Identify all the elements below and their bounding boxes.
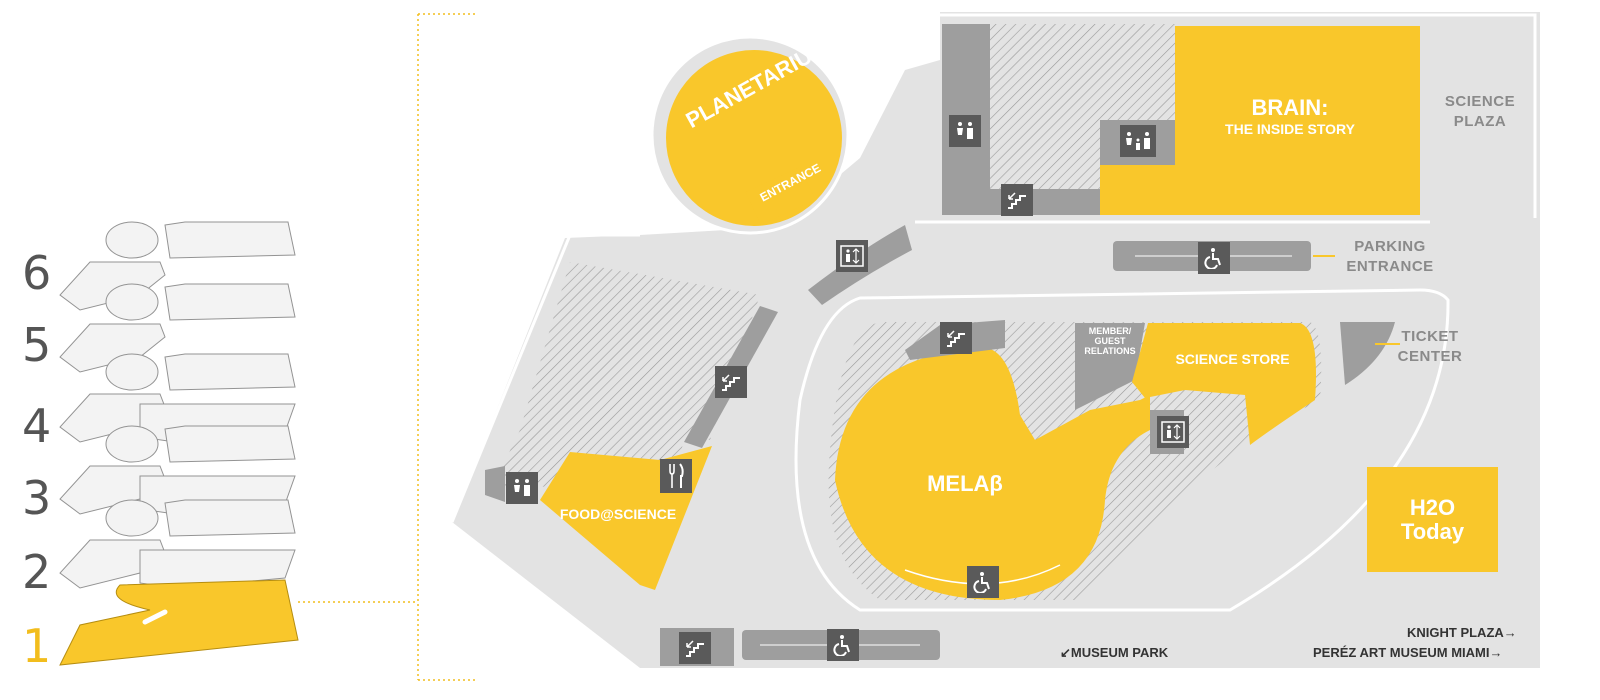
level-1-floor-shape [59, 579, 299, 666]
perez-museum-link[interactable]: PERÉZ ART MUSEUM MIAMI→ [1313, 645, 1502, 660]
museum-park-text: MUSEUM PARK [1070, 645, 1169, 660]
family-restroom-icon[interactable] [1120, 125, 1156, 157]
knight-plaza-link[interactable]: KNIGHT PLAZA→ [1407, 625, 1517, 640]
level-3-button[interactable]: 3 [22, 471, 52, 525]
perez-text: PERÉZ ART MUSEUM MIAMI [1313, 645, 1490, 660]
level-2-button[interactable]: 2 [22, 545, 52, 599]
stairs-icon[interactable] [715, 366, 747, 398]
knight-plaza-text: KNIGHT PLAZA [1407, 625, 1504, 640]
brain-subtitle: THE INSIDE STORY [1225, 121, 1355, 137]
arrow-right-icon: → [1489, 645, 1503, 660]
arrow-right-icon: → [1503, 625, 1517, 640]
member-guest-label: MEMBER/ GUEST RELATIONS [1084, 326, 1136, 356]
accessible-icon[interactable] [967, 566, 999, 598]
melab-area[interactable] [835, 347, 1150, 600]
level-4-button[interactable]: 4 [22, 399, 52, 453]
dining-icon[interactable] [660, 459, 692, 493]
melab-label: MELAβ [927, 471, 1003, 496]
level-1-button[interactable]: 1 [22, 619, 52, 673]
level-6-button[interactable]: 6 [22, 246, 52, 300]
restroom-icon[interactable] [949, 115, 981, 147]
stairs-icon[interactable] [940, 322, 972, 354]
restroom-icon[interactable] [506, 472, 538, 504]
food-science-label: FOOD@SCIENCE [559, 506, 677, 522]
ticket-center-label: TICKET CENTER [1397, 328, 1463, 365]
brain-title: BRAIN: [1251, 95, 1329, 120]
elevator-icon[interactable] [836, 240, 868, 272]
elevator-icon[interactable] [1157, 416, 1189, 448]
h2o-today-area[interactable] [1367, 467, 1498, 572]
stairs-icon[interactable] [679, 632, 711, 664]
science-store-label: SCIENCE STORE [1175, 351, 1290, 367]
science-store-area[interactable] [1132, 323, 1316, 445]
brain-exhibit-area[interactable] [1100, 26, 1420, 215]
level-5-button[interactable]: 5 [22, 318, 52, 372]
accessible-icon[interactable] [827, 629, 859, 661]
stacked-floors [59, 221, 296, 589]
science-plaza-label: SCIENCE PLAZA [1444, 93, 1516, 130]
h2o-today-label: H2O Today [1400, 495, 1465, 545]
museum-park-link[interactable]: ↙MUSEUM PARK [1060, 645, 1168, 661]
accessible-icon[interactable] [1198, 242, 1230, 274]
arrow-down-left-icon: ↙ [1060, 645, 1071, 660]
stairs-icon[interactable] [1001, 184, 1033, 216]
parking-entrance-label: PARKING ENTRANCE [1346, 238, 1434, 275]
